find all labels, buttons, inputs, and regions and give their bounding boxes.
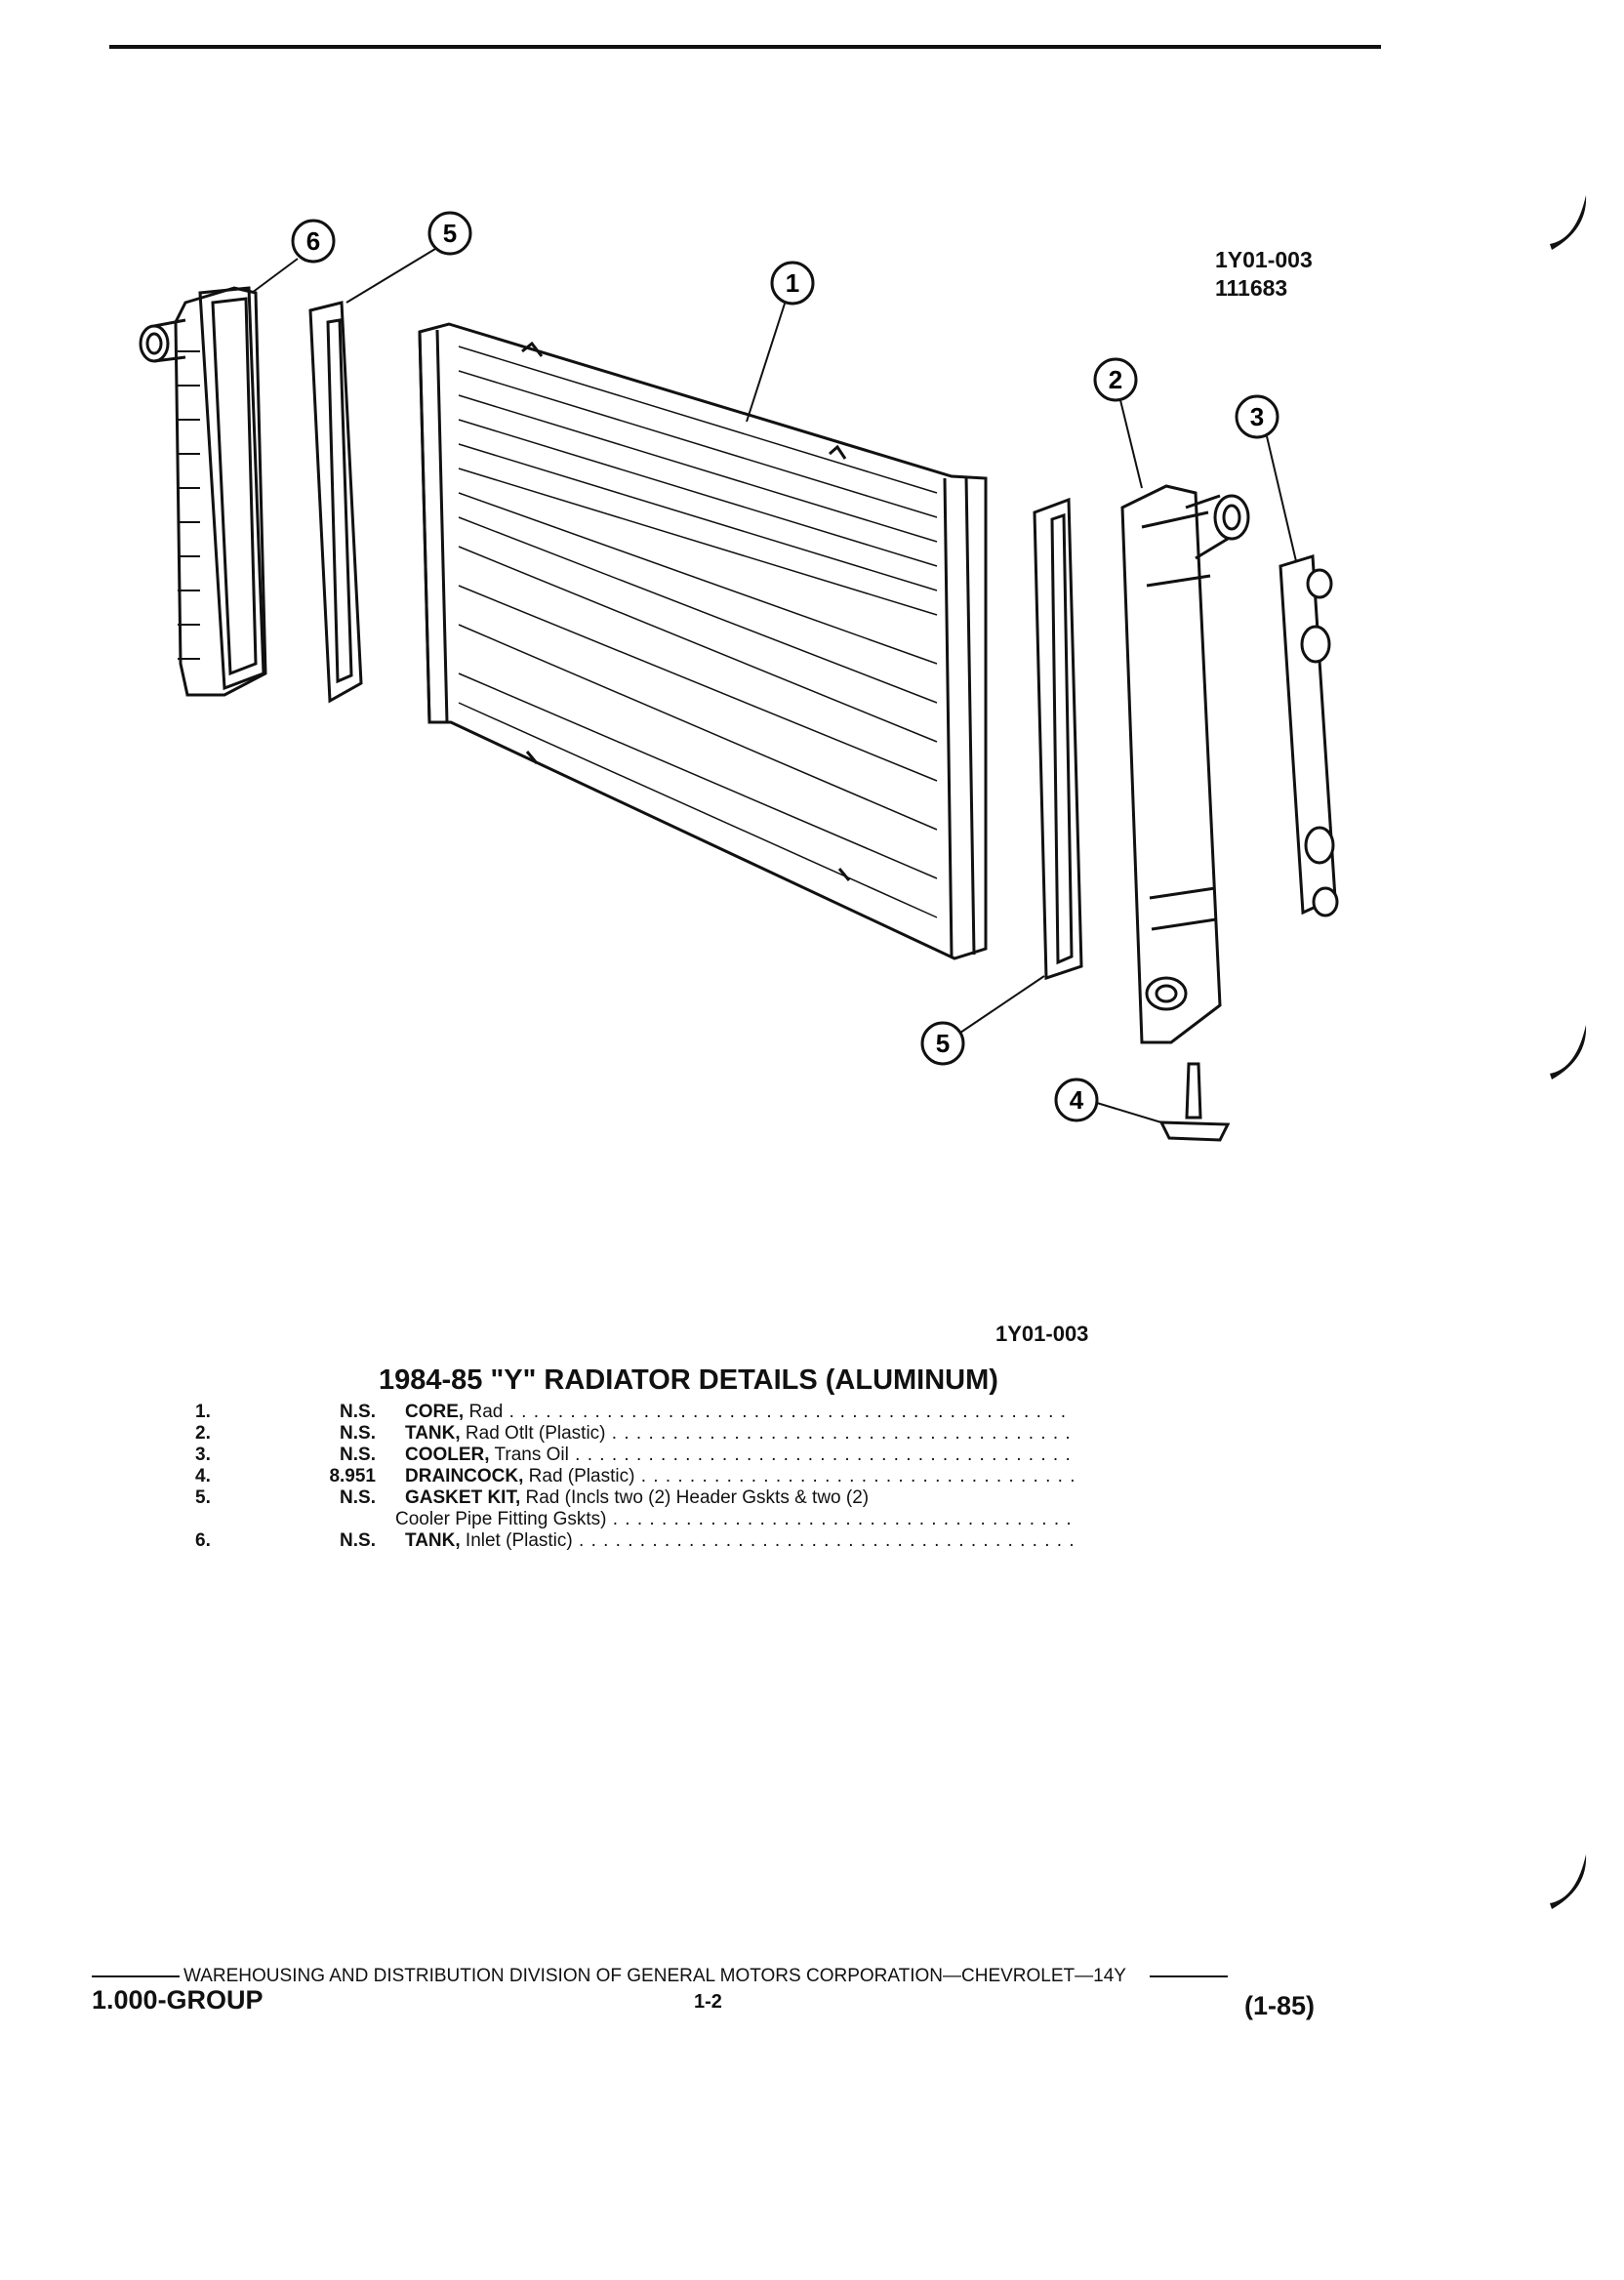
part-number: 2.: [195, 1423, 211, 1444]
parts-row-continuation: Cooler Pipe Fitting Gskts): [195, 1509, 1074, 1530]
parts-row: 5. N.S. GASKET KIT, Rad (Incls two (2) H…: [195, 1487, 1074, 1509]
part-code: N.S.: [340, 1530, 376, 1551]
callout-6: 6: [251, 219, 336, 294]
binder-mark-icon: [1550, 195, 1587, 250]
svg-text:6: 6: [306, 226, 320, 256]
callout-4: 4: [1054, 1078, 1162, 1123]
footer-group: 1.000-GROUP: [92, 1985, 264, 2015]
part-description: COOLER, Trans Oil: [405, 1445, 1074, 1466]
parts-row: 1. N.S. CORE, Rad: [195, 1402, 1074, 1423]
parts-row: 3. N.S. COOLER, Trans Oil: [195, 1445, 1074, 1466]
part-number: 5.: [195, 1487, 211, 1508]
figure-reference: 1Y01-003 111683: [1215, 246, 1313, 303]
part-description: GASKET KIT, Rad (Incls two (2) Header Gs…: [405, 1487, 870, 1508]
footer-publisher-line: WAREHOUSING AND DISTRIBUTION DIVISION OF…: [92, 1966, 1228, 1987]
inlet-tank-drawing: [139, 286, 267, 697]
outlet-tank-drawing: [1120, 484, 1250, 1044]
svg-text:5: 5: [936, 1029, 950, 1058]
figure-number: 111683: [1215, 275, 1288, 301]
footer-date: (1-85): [1244, 1991, 1316, 2020]
part-code: N.S.: [340, 1487, 376, 1508]
part-description: TANK, Rad Otlt (Plastic): [405, 1423, 1074, 1445]
part-code: 8.951: [329, 1466, 376, 1486]
part-number: 4.: [195, 1466, 211, 1486]
binder-mark-icon: [1550, 1025, 1587, 1079]
trans-oil-cooler-drawing: [1279, 554, 1339, 917]
part-code: N.S.: [340, 1445, 376, 1465]
part-description-continued: Cooler Pipe Fitting Gskts): [395, 1509, 1074, 1530]
gasket-right-drawing: [1033, 497, 1083, 981]
callout-3: 3: [1235, 394, 1297, 562]
footer-dash-left: [92, 1975, 180, 1977]
top-rule: [109, 45, 1381, 49]
callout-5-bottom: 5: [920, 975, 1045, 1066]
callout-2: 2: [1093, 357, 1143, 489]
svg-text:2: 2: [1109, 365, 1122, 394]
svg-text:4: 4: [1070, 1085, 1084, 1115]
binder-mark-icon: [1550, 1854, 1587, 1909]
part-number: 6.: [195, 1530, 211, 1551]
part-code: N.S.: [340, 1423, 376, 1444]
gasket-left-drawing: [308, 301, 363, 704]
footer-dash-right: [1149, 1975, 1228, 1977]
part-description: DRAINCOCK, Rad (Plastic): [405, 1466, 1074, 1487]
table-title: 1984-85 "Y" RADIATOR DETAILS (ALUMINUM): [379, 1364, 998, 1396]
svg-text:5: 5: [443, 219, 457, 248]
figure-id: 1Y01-003: [1215, 247, 1313, 272]
callout-1: 1: [746, 261, 815, 423]
parts-row: 2. N.S. TANK, Rad Otlt (Plastic): [195, 1423, 1074, 1445]
part-description: TANK, Inlet (Plastic): [405, 1530, 1074, 1552]
svg-text:3: 3: [1250, 402, 1264, 431]
callout-5-top: 5: [345, 211, 472, 304]
radiator-exploded-diagram: 6 5 1 2 3 5 4: [139, 211, 1339, 1142]
part-description: CORE, Rad: [405, 1402, 1074, 1423]
draincock-drawing: [1158, 1062, 1231, 1142]
caption-id: 1Y01-003: [995, 1322, 1089, 1346]
radiator-core-drawing: [418, 322, 988, 960]
parts-list: 1. N.S. CORE, Rad 2. N.S. TANK, Rad Otlt…: [195, 1402, 1074, 1552]
part-number: 1.: [195, 1402, 211, 1422]
parts-row: 6. N.S. TANK, Inlet (Plastic): [195, 1530, 1074, 1552]
footer-page-number: 1-2: [694, 1991, 722, 2013]
svg-text:1: 1: [786, 268, 799, 298]
part-code: N.S.: [340, 1402, 376, 1422]
parts-row: 4. 8.951 DRAINCOCK, Rad (Plastic): [195, 1466, 1074, 1487]
part-number: 3.: [195, 1445, 211, 1465]
